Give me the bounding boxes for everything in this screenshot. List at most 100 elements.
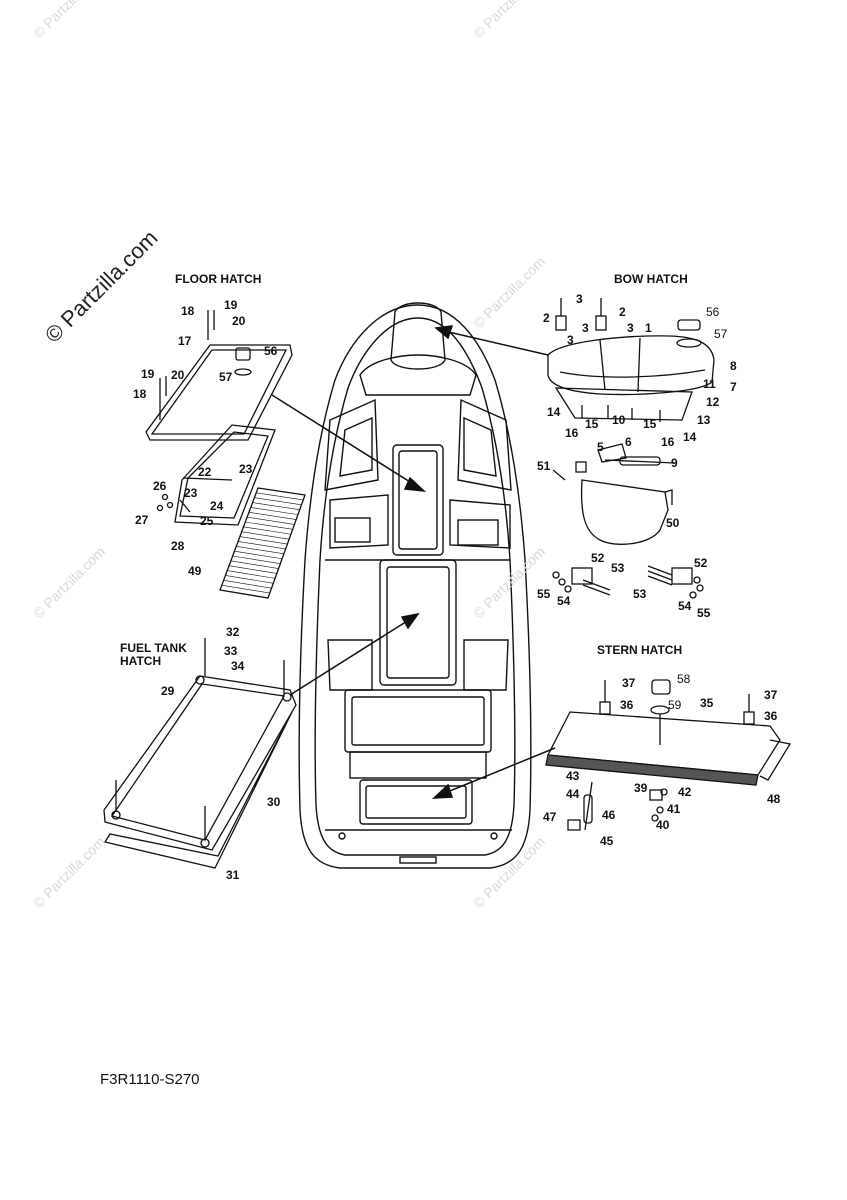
mesh-line — [250, 507, 298, 515]
pointer-arrows — [271, 325, 556, 799]
mesh-line — [247, 516, 295, 525]
part-58: 58 — [677, 672, 691, 686]
mesh-line — [254, 497, 302, 506]
part-37: 37 — [622, 676, 636, 690]
part-1: 1 — [645, 321, 652, 335]
part-27: 27 — [135, 513, 149, 527]
part-19: 19 — [141, 367, 155, 381]
bow-hatch-parts — [547, 298, 715, 599]
part-26: 26 — [153, 479, 167, 493]
mesh-line — [238, 541, 286, 550]
mesh-line — [241, 531, 290, 540]
part-11: 11 — [703, 377, 716, 391]
part-37: 37 — [764, 688, 778, 702]
part-15: 15 — [585, 417, 599, 431]
part-19: 19 — [224, 298, 238, 312]
part-2: 2 — [619, 305, 626, 319]
mesh-line — [221, 584, 270, 594]
boat-hull — [298, 302, 532, 869]
part-53: 53 — [633, 587, 647, 601]
part-50: 50 — [666, 516, 680, 530]
mesh-line — [232, 555, 281, 564]
mesh-line — [257, 487, 306, 496]
stern-hatch-title: STERN HATCH — [597, 643, 683, 657]
part-57: 57 — [219, 370, 233, 384]
part-number-labels: 3 2 2 3 3 3 1 56 57 8 11 7 12 13 10 14 1… — [133, 292, 781, 882]
mesh-line — [234, 550, 283, 560]
mesh-line — [236, 545, 284, 555]
mesh-line — [245, 521, 293, 530]
part-33: 33 — [224, 644, 238, 658]
part-40: 40 — [656, 818, 670, 832]
part-17: 17 — [178, 334, 192, 348]
part-54: 54 — [678, 599, 692, 613]
part-39: 39 — [634, 781, 648, 795]
part-20: 20 — [232, 314, 246, 328]
part-3: 3 — [567, 333, 574, 347]
part-29: 29 — [161, 684, 175, 698]
part-12: 12 — [706, 395, 720, 409]
diagram-code: F3R1110-S270 — [100, 1071, 200, 1088]
part-36: 36 — [620, 698, 634, 712]
part-44: 44 — [566, 787, 580, 801]
mesh-line — [230, 560, 279, 569]
fuel-tank-hatch-title: FUEL TANK HATCH — [120, 641, 187, 668]
mesh-line — [227, 570, 276, 579]
part-16: 16 — [661, 435, 675, 449]
bow-hatch-title: BOW HATCH — [614, 272, 688, 286]
part-56: 56 — [264, 344, 278, 358]
part-42: 42 — [678, 785, 692, 799]
part-52: 52 — [694, 556, 708, 570]
mesh-line — [256, 492, 304, 501]
part-25: 25 — [200, 514, 214, 528]
part-14: 14 — [683, 430, 697, 444]
mesh-line — [252, 502, 300, 511]
part-31: 31 — [226, 868, 240, 882]
part-28: 28 — [171, 539, 185, 553]
part-16: 16 — [565, 426, 579, 440]
part-23: 23 — [184, 486, 198, 500]
part-24: 24 — [210, 499, 224, 513]
part-3: 3 — [627, 321, 634, 335]
part-46: 46 — [602, 808, 616, 822]
part-43: 43 — [566, 769, 580, 783]
part-55: 55 — [537, 587, 551, 601]
stern-hatch-parts — [545, 679, 792, 831]
part-34: 34 — [231, 659, 245, 673]
part-30: 30 — [267, 795, 281, 809]
part-3: 3 — [576, 292, 583, 306]
part-54: 54 — [557, 594, 571, 608]
part-36: 36 — [764, 709, 778, 723]
floor-hatch-title: FLOOR HATCH — [175, 272, 262, 286]
mesh-line — [243, 526, 291, 535]
part-55: 55 — [697, 606, 711, 620]
part-32: 32 — [226, 625, 240, 639]
part-51: 51 — [537, 459, 551, 473]
part-47: 48 — [767, 792, 781, 806]
part-7: 6 — [625, 435, 632, 449]
mesh-line — [228, 565, 277, 574]
part-22: 22 — [198, 465, 212, 479]
part-10: 10 — [612, 413, 626, 427]
part-9: 9 — [671, 456, 678, 470]
part-13: 13 — [697, 413, 711, 427]
part-8: 5 — [597, 440, 604, 454]
part-53: 53 — [611, 561, 625, 575]
part-57: 57 — [714, 327, 728, 341]
part-41: 41 — [667, 802, 681, 816]
part-52: 52 — [591, 551, 605, 565]
part-45: 45 — [600, 834, 614, 848]
fuel-tank-hatch-parts — [103, 638, 297, 869]
part-3: 3 — [582, 321, 589, 335]
mesh-line — [225, 575, 274, 584]
part-2: 2 — [543, 311, 550, 325]
part-18: 18 — [133, 387, 147, 401]
part-6: 8 — [730, 359, 737, 373]
part-23: 23 — [239, 462, 253, 476]
part-59: 59 — [668, 698, 682, 712]
part-48: 47 — [543, 810, 557, 824]
part-5: 7 — [730, 380, 737, 394]
mesh-line — [248, 511, 297, 520]
mesh-line — [239, 536, 288, 545]
